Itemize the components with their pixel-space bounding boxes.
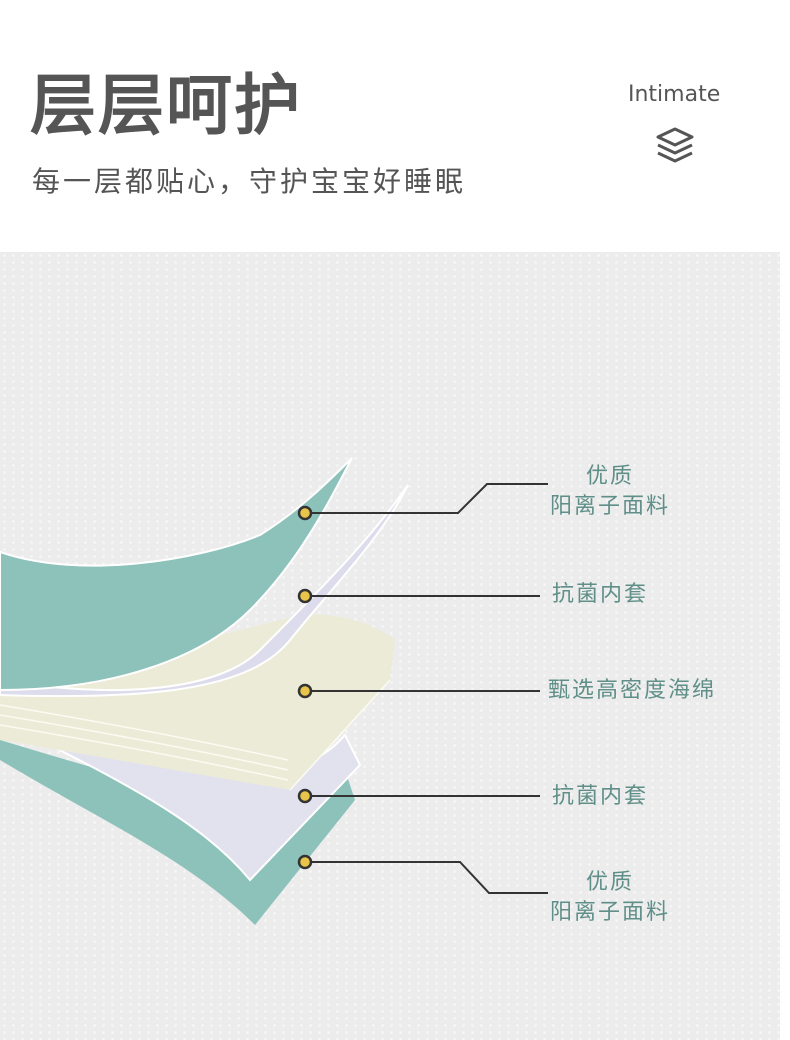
brand-name: Intimate [628, 82, 721, 107]
top-fabric-layer [0, 457, 353, 692]
callout-dot [297, 683, 313, 699]
layers-illustration [0, 457, 548, 925]
layer-label-outer-fabric-bottom: 优质 阳离子面料 [540, 868, 680, 928]
layer-label-inner-cover-bottom: 抗菌内套 [552, 784, 649, 809]
page-title: 层层呵护 [30, 67, 302, 144]
callout-dot [297, 588, 313, 604]
callout-dot [297, 854, 313, 870]
layer-label-outer-fabric-top: 优质 阳离子面料 [540, 462, 680, 522]
label-line: 阳离子面料 [549, 494, 670, 519]
page-subtitle: 每一层都贴心，守护宝宝好睡眠 [32, 165, 467, 198]
layer-label-inner-cover-top: 抗菌内套 [552, 582, 649, 607]
label-line: 阳离子面料 [549, 900, 670, 925]
callout-dot [297, 505, 313, 521]
sponge-layer [0, 614, 395, 790]
label-line: 优质 [585, 870, 634, 895]
layers-icon [656, 127, 694, 163]
callout-dot [297, 788, 313, 804]
bottom-fabric-layer [0, 740, 355, 925]
label-line: 优质 [585, 464, 634, 489]
layer-label-sponge: 甄选高密度海绵 [548, 678, 717, 703]
top-inner-layer [0, 484, 409, 698]
